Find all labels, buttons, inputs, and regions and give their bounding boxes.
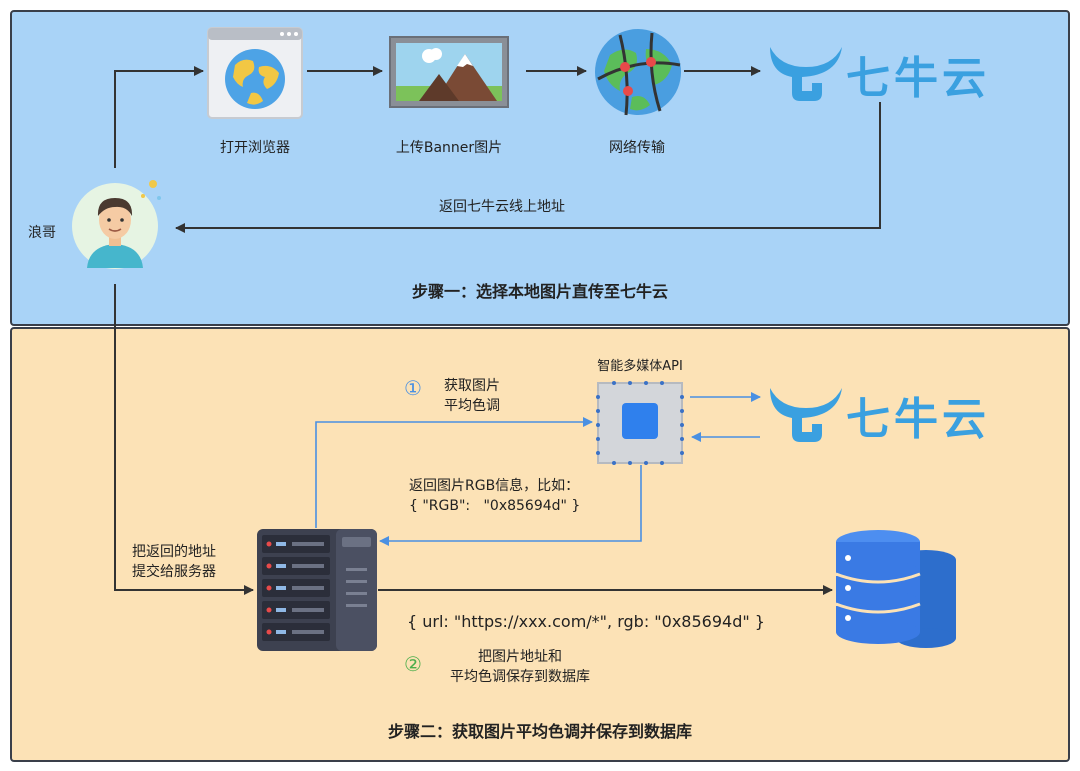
person-label: 浪哥	[28, 225, 56, 241]
qiniu-cloud-icon	[770, 388, 842, 442]
qiniu-brand-text-bottom: 七牛云	[846, 394, 990, 445]
database-icon	[834, 528, 958, 656]
submit-line2: 提交给服务器	[132, 564, 216, 580]
submit-label: 把返回的地址 提交给服务器	[132, 542, 216, 582]
submit-line1: 把返回的地址	[132, 544, 216, 560]
step-one-panel	[10, 10, 1070, 326]
record-payload-label: { url: "https://xxx.com/*", rgb: "0x8569…	[407, 612, 765, 631]
step2-line2: 平均色调保存到数据库	[450, 669, 590, 685]
arrow-server-to-api	[315, 417, 593, 528]
return-url-label: 返回七牛云线上地址	[439, 199, 565, 215]
step-upload-label: 上传Banner图片	[395, 140, 503, 156]
step-browser-label: 打开浏览器	[220, 140, 290, 156]
arrow-api-to-server	[379, 465, 642, 546]
step1-line1: 获取图片	[444, 378, 500, 394]
step-one-caption: 步骤一：选择本地图片直传至七牛云	[411, 282, 669, 301]
step1-line2: 平均色调	[444, 398, 500, 414]
browser-icon	[207, 27, 303, 123]
step2-label: 把图片地址和 平均色调保存到数据库	[450, 647, 590, 687]
image-icon	[389, 36, 509, 112]
step-two-caption: 步骤二：获取图片平均色调并保存到数据库	[387, 722, 693, 741]
arrow-return-url	[175, 102, 881, 233]
qiniu-logo-bottom: 七牛云	[766, 383, 990, 447]
rgb-response-label: 返回图片RGB信息，比如： { "RGB": "0x85694d" }	[409, 476, 580, 516]
rgb-line2: { "RGB": "0x85694d" }	[409, 498, 581, 514]
step2-line1: 把图片地址和	[478, 649, 562, 665]
step-network-label: 网络传输	[609, 140, 665, 156]
api-title: 智能多媒体API	[597, 359, 683, 374]
network-globe-icon	[590, 27, 686, 121]
qiniu-cloud-icon	[770, 47, 842, 101]
rgb-line1: 返回图片RGB信息，比如：	[409, 478, 580, 494]
api-chip-icon	[592, 379, 688, 471]
arrow-submit-to-server	[114, 284, 254, 595]
step1-marker: ①	[404, 376, 422, 400]
server-icon	[256, 528, 378, 656]
step2-marker: ②	[404, 652, 422, 676]
step1-label: 获取图片 平均色调	[444, 376, 500, 416]
qiniu-brand-text-top: 七牛云	[846, 53, 990, 104]
arrow-person-to-browser	[114, 66, 204, 168]
qiniu-logo-top: 七牛云	[766, 42, 990, 106]
person-avatar-icon	[67, 176, 167, 280]
